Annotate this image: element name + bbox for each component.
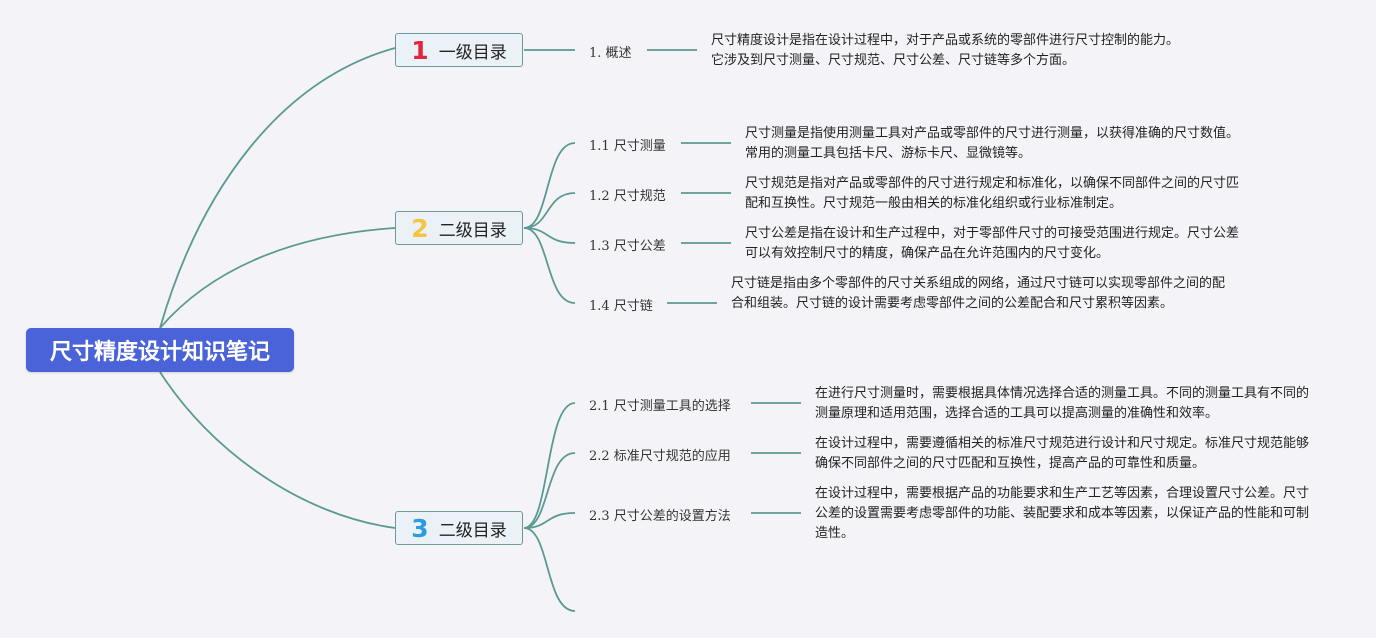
branch-3-label: 二级目录 (438, 520, 507, 541)
topic-standard-application[interactable]: 2.2 标准尺寸规范的应用 (589, 449, 731, 464)
connector-branch3-topic-4 (523, 527, 576, 612)
connector-root-branch-3 (159, 371, 396, 529)
topic-overview[interactable]: 1. 概述 (589, 46, 632, 61)
root-topic[interactable]: 尺寸精度设计知识笔记 (26, 328, 294, 372)
connector-branch2-topic-1 (523, 142, 576, 229)
branch-2-label: 二级目录 (438, 220, 507, 241)
topic-dimension-measurement-note[interactable]: 尺寸测量是指使用测量工具对产品或零部件的尺寸进行测量，以获得准确的尺寸数值。常用… (745, 126, 1240, 161)
branch-1[interactable]: 1 一级目录 (395, 33, 523, 67)
connector-branch2-topic-3 (523, 227, 576, 244)
topic-dimension-tolerance-note[interactable]: 尺寸公差是指在设计和生产过程中，对于零部件尺寸的可接受范围进行规定。尺寸公差可以… (745, 226, 1240, 261)
branch-1-label: 一级目录 (438, 42, 507, 63)
topic-tool-selection[interactable]: 2.1 尺寸测量工具的选择 (589, 399, 731, 414)
topic-dimension-specification[interactable]: 1.2 尺寸规范 (589, 189, 666, 204)
topic-dimension-tolerance[interactable]: 1.3 尺寸公差 (589, 239, 666, 254)
number-2-badge-icon: 2 (411, 213, 429, 243)
branch-2[interactable]: 2 二级目录 (395, 211, 523, 245)
topic-tool-selection-note[interactable]: 在进行尺寸测量时，需要根据具体情况选择合适的测量工具。不同的测量工具有不同的测量… (815, 386, 1310, 421)
number-1-badge-icon: 1 (411, 35, 429, 65)
connector-branch2-topic-4 (523, 227, 576, 304)
topic-overview-note[interactable]: 尺寸精度设计是指在设计过程中，对于产品或系统的零部件进行尺寸控制的能力。它涉及到… (711, 33, 1180, 68)
topic-dimension-chain-note[interactable]: 尺寸链是指由多个零部件的尺寸关系组成的网络，通过尺寸链可以实现零部件之间的配合和… (731, 276, 1226, 311)
connector-branch3-topic-1 (523, 402, 576, 529)
connector-branch3-topic-3 (523, 512, 576, 529)
connector-root-branch-2 (159, 227, 396, 329)
connector-branch2-topic-2 (523, 192, 576, 229)
branch-3[interactable]: 3 二级目录 (395, 511, 523, 545)
topic-tolerance-setting-note[interactable]: 在设计过程中，需要根据产品的功能要求和生产工艺等因素，合理设置尺寸公差。尺寸公差… (815, 486, 1310, 541)
topic-standard-application-note[interactable]: 在设计过程中，需要遵循相关的标准尺寸规范进行设计和尺寸规定。标准尺寸规范能够确保… (815, 436, 1310, 471)
connector-branch3-topic-2 (523, 452, 576, 529)
topic-dimension-chain[interactable]: 1.4 尺寸链 (589, 299, 653, 314)
connector-root-branch-1 (159, 47, 396, 329)
topic-dimension-specification-note[interactable]: 尺寸规范是指对产品或零部件的尺寸进行规定和标准化，以确保不同部件之间的尺寸匹配和… (745, 176, 1240, 211)
topic-dimension-measurement[interactable]: 1.1 尺寸测量 (589, 139, 666, 154)
topic-tolerance-setting[interactable]: 2.3 尺寸公差的设置方法 (589, 509, 731, 524)
number-3-badge-icon: 3 (411, 513, 429, 543)
